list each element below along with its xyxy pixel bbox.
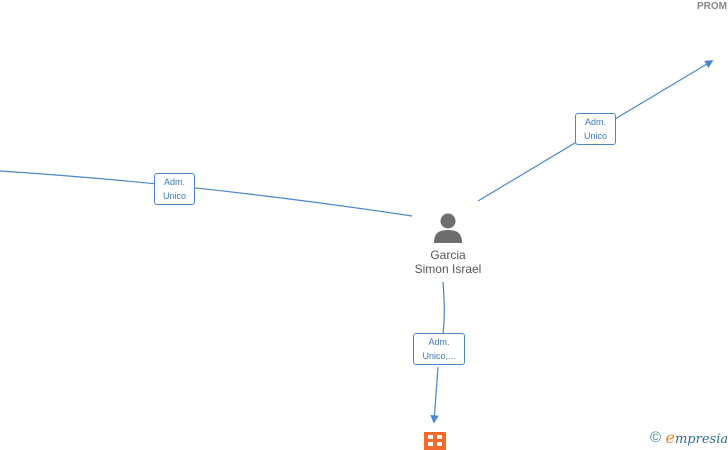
edge-label-bottom-line1: Adm. [428, 337, 450, 347]
edge-label-left[interactable]: Adm. Unico [154, 173, 195, 205]
empresia-logo: © empresia [650, 428, 728, 447]
person-icon [434, 213, 462, 243]
edge-label-bottom[interactable]: Adm. Unico,... [413, 333, 465, 365]
person-name: Garcia Simon Israel [398, 248, 498, 276]
edge-label-bottom-line2: Unico,... [422, 351, 456, 361]
edge-label-top-right[interactable]: Adm. Unico [575, 113, 616, 145]
person-node[interactable]: Garcia Simon Israel [398, 212, 498, 276]
edge-label-top-right-line2: Unico [583, 131, 607, 141]
person-name-line1: Garcia [430, 248, 466, 262]
edge-left [0, 170, 413, 217]
edge-label-left-line1: Adm. [163, 177, 185, 187]
building-icon[interactable] [424, 432, 446, 450]
copyright-icon: © [650, 429, 662, 446]
person-name-line2: Simon Israel [414, 262, 482, 276]
company-label-top-right[interactable]: PROM [697, 1, 727, 12]
brand-name: empresia [666, 428, 728, 447]
edge-label-left-line2: Unico [162, 191, 186, 201]
brand-e: e [665, 428, 675, 447]
brand-rest: mpresia [674, 432, 728, 447]
edge-label-top-right-line1: Adm. [584, 117, 606, 127]
